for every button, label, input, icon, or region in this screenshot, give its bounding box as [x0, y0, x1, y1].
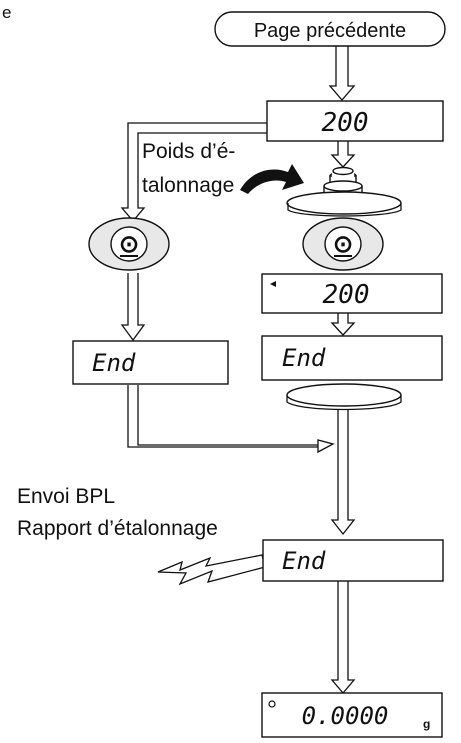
arrow-down-2: [330, 141, 356, 168]
display-final-unit: g: [423, 717, 430, 731]
arrow-down-right-1: [330, 313, 356, 336]
display-merge-end-text: End: [282, 547, 326, 575]
curved-arrow-icon: [240, 164, 304, 194]
prev-page-label: Page précédente: [254, 20, 406, 42]
cal-button-left[interactable]: ⊙: [88, 217, 170, 271]
stability-dot-icon: [268, 700, 276, 708]
weighing-pan-with-weight: [286, 166, 402, 217]
weighing-pan-icon: [286, 191, 402, 215]
display-left-end: End: [72, 340, 229, 385]
arrow-down-left-1: [120, 273, 146, 342]
display-left-end-text: End: [92, 349, 136, 377]
corner-glyph: e: [2, 3, 11, 22]
lightning-arrow-icon: [157, 554, 266, 586]
display-right-value: 200: [261, 273, 443, 314]
output-label-line1: Envoi BPL: [17, 485, 115, 508]
arrow-down-1: [328, 46, 356, 101]
weight-label-line2: talonnage: [142, 174, 234, 197]
display-final: 0.0000 g: [261, 692, 443, 738]
arrow-left-branch: [120, 122, 267, 223]
display-top: 200: [266, 100, 444, 142]
display-final-value: 0.0000: [302, 702, 389, 730]
arrow-merge-horizontal: [127, 385, 335, 454]
output-label-line2: Rapport d’étalonnage: [17, 517, 218, 540]
display-right-value-text: 200: [323, 280, 370, 310]
triangle-marker-icon: [270, 281, 276, 287]
cal-button-right[interactable]: ⊙: [302, 217, 384, 271]
display-right-end: End: [261, 335, 443, 381]
display-top-value: 200: [322, 108, 369, 138]
weighing-pan-empty: [286, 383, 402, 411]
cal-right-symbol: ⊙: [333, 231, 353, 258]
display-merge-end: End: [262, 539, 444, 582]
prev-page-button[interactable]: Page précédente: [214, 11, 446, 47]
display-right-end-text: End: [282, 344, 326, 372]
arrow-down-long: [330, 410, 356, 536]
arrow-down-final: [330, 580, 356, 695]
weight-label-line1: Poids d’é-: [142, 140, 235, 163]
cal-left-symbol: ⊙: [119, 231, 139, 258]
